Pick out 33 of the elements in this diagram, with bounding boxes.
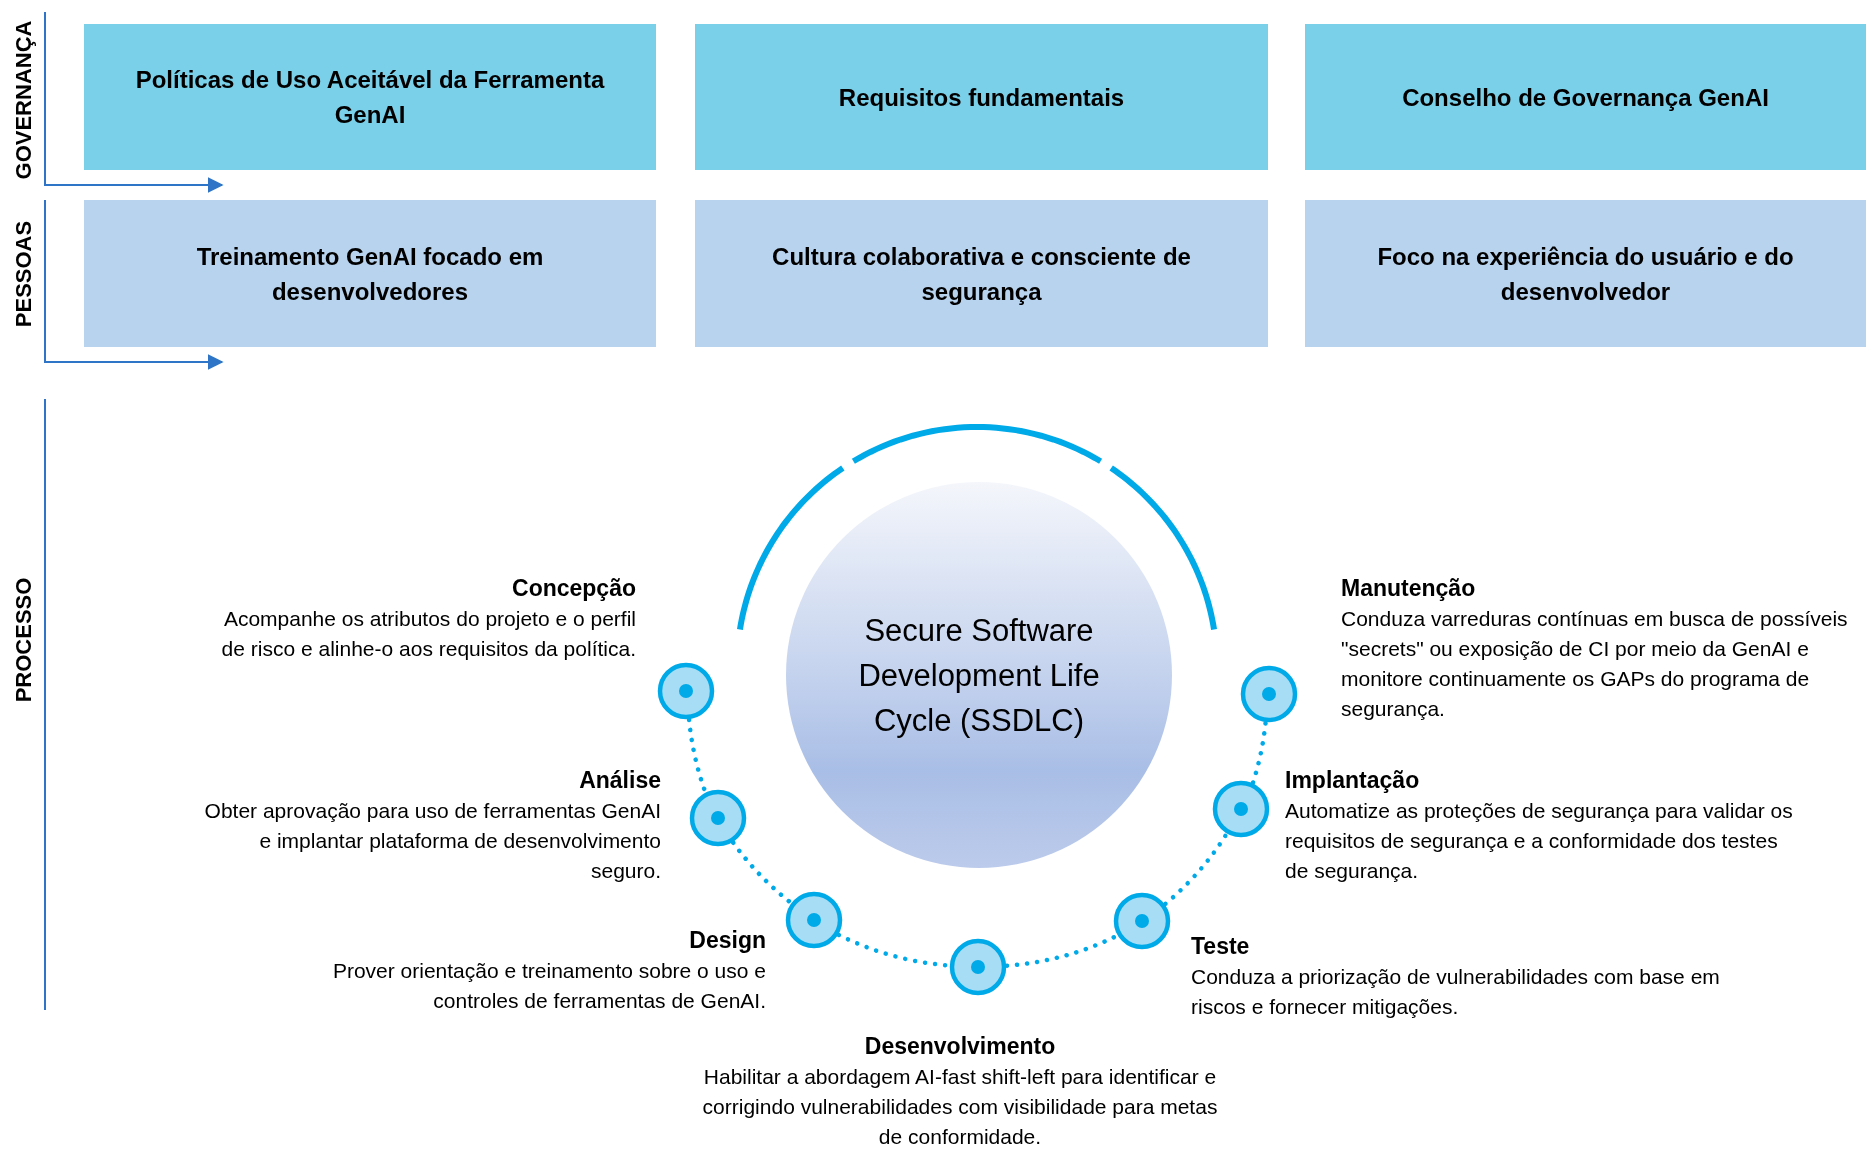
category-box xyxy=(1305,24,1866,170)
box-title: Treinamento GenAI focado em desenvolvedores xyxy=(195,241,545,307)
phase-heading: Desenvolvimento xyxy=(863,1032,1057,1061)
box-title: Foco na experiência do usuário e do desenvolvedor xyxy=(1376,241,1795,307)
category-box xyxy=(84,200,656,347)
dotted-connector xyxy=(1250,720,1268,785)
phase-description: Habilitar a abordagem AI-fast shift-left para identificar e corrigindo vulnerabilidades com visibilidade para metas de conformidade. xyxy=(701,1064,1219,1150)
phase-heading: Manutenção xyxy=(1341,574,1477,603)
box-title: Requisitos fundamentais xyxy=(838,82,1125,113)
box-title: Conselho de Governança GenAI xyxy=(1402,82,1769,113)
category-box xyxy=(695,24,1268,170)
dotted-connector xyxy=(1163,831,1229,907)
phase-description: Acompanhe os atributos do projeto e o perfil de risco e alinhe-o aos requisitos da política. xyxy=(220,606,636,662)
box-title: Cultura colaborativa e consciente de segurança xyxy=(771,241,1192,307)
center-title: Secure Software Development Life Cycle (SSDLC) xyxy=(857,611,1101,740)
phase-heading: Design xyxy=(688,926,766,955)
phase-description: Prover orientação e treinamento sobre o uso e controles de ferramentas de GenAI. xyxy=(331,958,766,1014)
row-label: GOVERNANÇA xyxy=(10,20,37,180)
category-box xyxy=(695,200,1268,347)
phase-description: Obter aprovação para uso de ferramentas GenAI e implantar plataforma de desenvolvimento seguro. xyxy=(203,798,661,884)
phase-heading: Análise xyxy=(578,766,661,795)
phase-heading: Implantação xyxy=(1285,766,1421,795)
phase-description: Conduza varreduras contínuas em busca de possíveis "secrets" ou exposição de CI por meio da GenAI e monitore continuamente os GAPs do programa de segurança. xyxy=(1341,606,1849,722)
row-label: PESSOAS xyxy=(11,220,38,328)
row-label: PROCESSO xyxy=(10,577,37,703)
phase-heading: Teste xyxy=(1191,932,1251,961)
phase-description: Automatize as proteções de segurança para validar os requisitos de segurança e a conformidade dos testes de segurança. xyxy=(1285,798,1794,884)
dotted-connector xyxy=(730,840,793,905)
category-box xyxy=(84,24,656,170)
phase-heading: Concepção xyxy=(511,574,636,603)
box-title: Políticas de Uso Aceitável da Ferramenta GenAI xyxy=(134,65,606,130)
phase-description: Conduza a priorização de vulnerabilidades com base em riscos e fornecer mitigações. xyxy=(1191,964,1721,1020)
category-box xyxy=(1305,200,1866,347)
